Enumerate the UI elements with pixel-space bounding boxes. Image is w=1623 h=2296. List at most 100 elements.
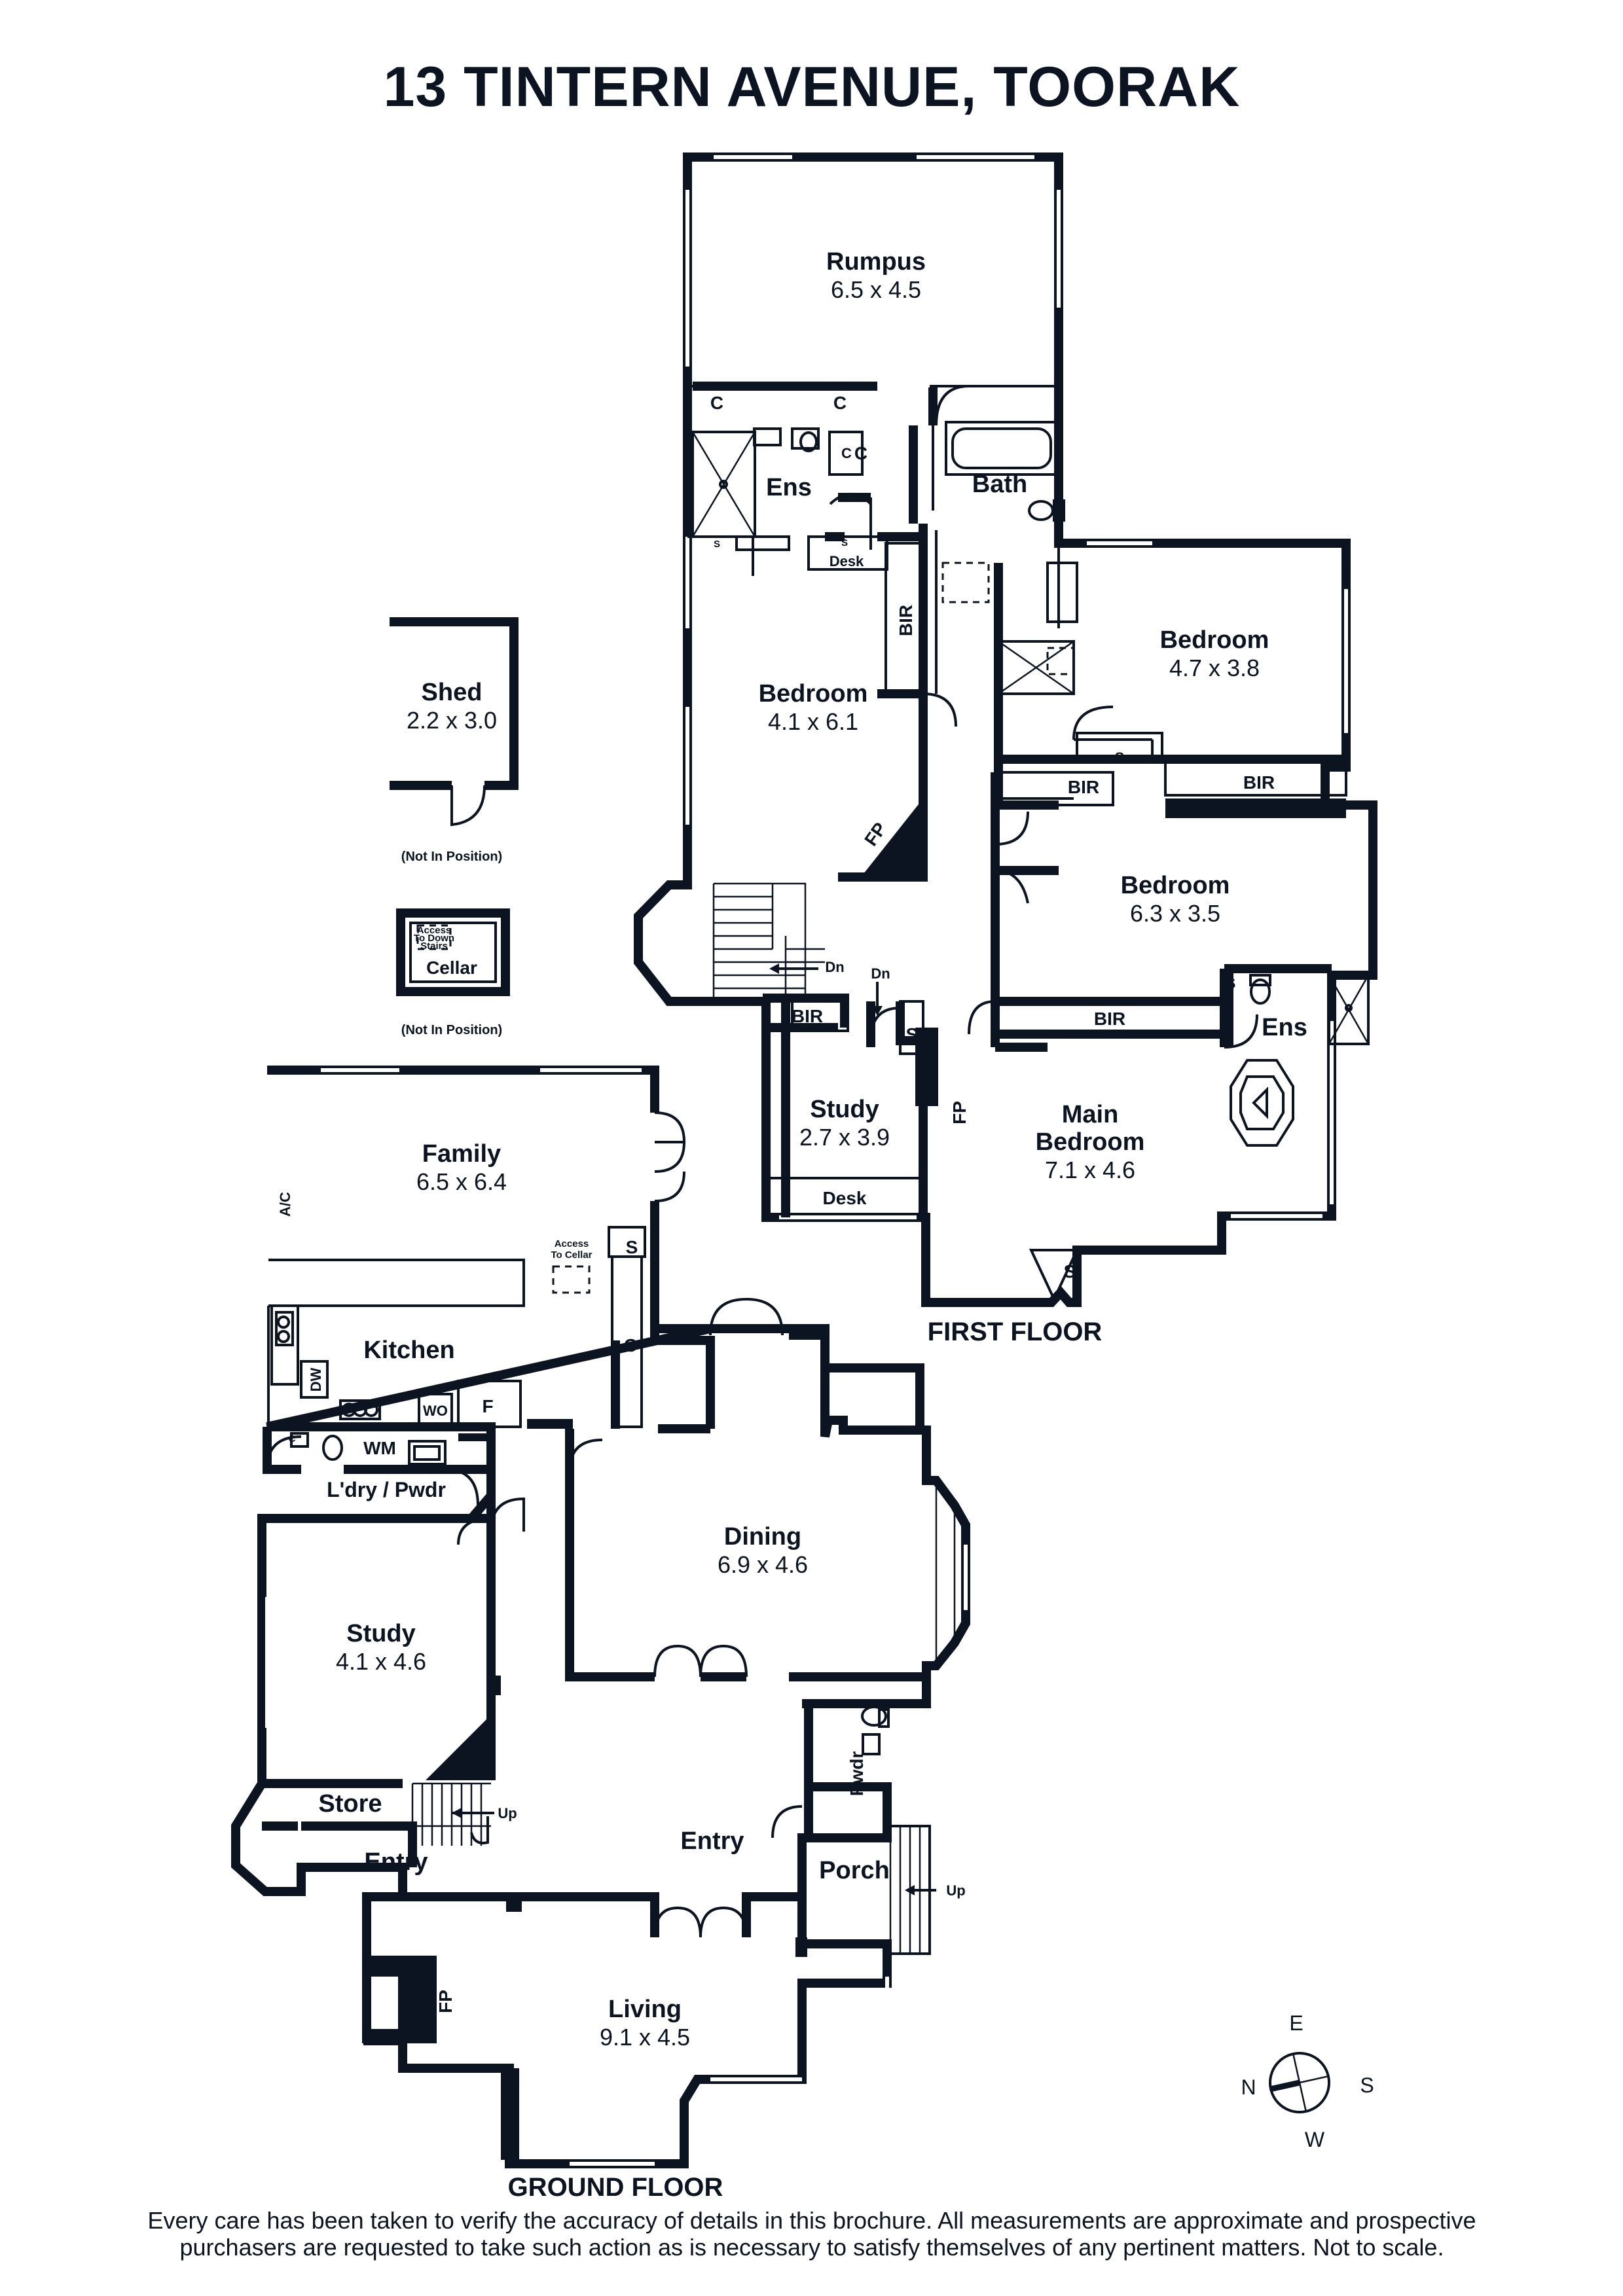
room-size: 2.7 x 3.9: [799, 1124, 890, 1151]
room-name: Bedroom: [1160, 626, 1269, 654]
shelf-label: S: [1064, 1261, 1076, 1282]
bir-label: BIR: [896, 605, 916, 636]
stairs-down-label: Dn: [825, 959, 844, 975]
closet-label: C: [710, 393, 723, 413]
closet-label: C: [289, 1433, 296, 1444]
room-size: 4.1 x 6.1: [768, 708, 858, 735]
room-name: Shed: [422, 679, 483, 706]
not-in-position-note: (Not In Position): [401, 850, 502, 864]
room-rumpus: Rumpus 6.5 x 4.5: [826, 248, 926, 303]
bir-label: BIR: [1068, 777, 1099, 797]
bir-label: BIR: [1094, 1009, 1125, 1029]
cellar-access-label: To Cellar: [551, 1249, 592, 1261]
room-pwdr: Pwdr: [847, 1751, 867, 1797]
shed: Shed 2.2 x 3.0: [390, 617, 519, 827]
page-title: 13 TINTERN AVENUE, TOORAK: [384, 56, 1241, 118]
washing-machine-label: WM: [363, 1438, 396, 1458]
room-entry-side: Entry: [364, 1848, 428, 1876]
room-size: 2.2 x 3.0: [407, 707, 497, 734]
stairs-up-label: Up: [946, 1882, 965, 1899]
room-name: Main: [1062, 1101, 1119, 1128]
room-study-upper: Study 2.7 x 3.9: [799, 1096, 890, 1151]
fireplace-label: FP: [435, 1990, 456, 2013]
closet-label: C: [854, 443, 867, 463]
desk-label: Desk: [823, 1188, 867, 1208]
room-kitchen: Kitchen: [363, 1336, 454, 1364]
room-name: Study: [810, 1096, 879, 1123]
room-size: 6.9 x 4.6: [718, 1551, 808, 1578]
fireplace-label: FP: [949, 1101, 970, 1124]
room-main-bedroom: Main Bedroom 7.1 x 4.6: [1036, 1101, 1145, 1183]
room-bedroom-right-top: Bedroom 4.7 x 3.8: [1160, 626, 1269, 681]
room-name: Bedroom: [759, 680, 868, 708]
compass: E S W N: [1241, 2011, 1374, 2151]
shelf-label: S: [1226, 975, 1236, 992]
fireplace-label: FP: [860, 819, 890, 850]
stairs-up-label: Up: [498, 1805, 517, 1821]
shelf-label: S: [841, 537, 848, 548]
closet-label: C: [624, 1335, 637, 1355]
room-family: Family 6.5 x 6.4: [416, 1140, 507, 1195]
desk-label: Desk: [830, 553, 864, 569]
ground-floor-label: GROUND FLOOR: [508, 2173, 723, 2202]
room-laundry: L'dry / Pwdr: [327, 1478, 446, 1501]
bir-label: BIR: [1243, 772, 1275, 793]
room-size: 7.1 x 4.6: [1045, 1157, 1135, 1183]
compass-north: N: [1241, 2075, 1256, 2099]
fridge-label: F: [482, 1396, 493, 1416]
stairs-access-label: Access: [417, 925, 452, 936]
stairs-access-label: Stairs: [420, 941, 448, 952]
stairs-access-label: To Down: [414, 933, 454, 944]
room-ens-main: Ens: [1262, 1014, 1307, 1041]
room-bedroom-right-middle: Bedroom 6.3 x 3.5: [1121, 872, 1230, 927]
wall-oven-label: WO: [423, 1403, 448, 1419]
ac-label: A/C: [277, 1192, 293, 1217]
closet-label: C: [1188, 802, 1198, 818]
cellar-access-label: Access: [555, 1238, 589, 1249]
room-name: Bedroom: [1121, 872, 1230, 899]
room-size: 4.7 x 3.8: [1169, 655, 1260, 681]
room-size: 4.1 x 4.6: [336, 1648, 426, 1675]
shelf-label: S: [626, 1237, 638, 1257]
ground-floor-plan: Access To Cellar: [231, 1066, 970, 2202]
stairs-first-floor: [712, 882, 883, 1016]
stairs-down-label: Dn: [871, 965, 890, 982]
room-bath: Bath: [972, 471, 1027, 498]
dishwasher-label: DW: [308, 1367, 324, 1391]
room-name: Study: [346, 1620, 416, 1647]
compass-east: E: [1289, 2011, 1303, 2035]
room-ens-upper: Ens: [766, 474, 812, 501]
room-bedroom-left: Bedroom 4.1 x 6.1: [759, 680, 868, 735]
closet-label: C: [833, 393, 847, 413]
compass-west: W: [1305, 2128, 1325, 2151]
disclaimer-line-2: purchasers are requested to take such ac…: [180, 2234, 1444, 2261]
room-name: Dining: [724, 1523, 801, 1551]
room-entry-main: Entry: [680, 1827, 744, 1855]
room-name: Cellar: [426, 958, 477, 978]
cellar: Access To Down Stairs Cellar: [396, 908, 510, 996]
room-dining: Dining 6.9 x 4.6: [718, 1523, 808, 1578]
room-size: 6.3 x 3.5: [1130, 900, 1220, 927]
first-floor-plan: Rumpus 6.5 x 4.5 Ens Bath Bedroom 4.1 x …: [634, 152, 1377, 1346]
first-floor-label: FIRST FLOOR: [928, 1318, 1103, 1346]
room-store: Store: [318, 1790, 382, 1818]
not-in-position-note: (Not In Position): [401, 1023, 502, 1037]
room-porch: Porch: [819, 1857, 890, 1884]
compass-south: S: [1360, 2073, 1374, 2097]
disclaimer-line-1: Every care has been taken to verify the …: [147, 2207, 1476, 2234]
room-living: Living 9.1 x 4.5: [600, 1996, 690, 2051]
room-name: Rumpus: [826, 248, 926, 276]
room-name: Living: [608, 1996, 682, 2023]
shelf-label: S: [906, 1024, 919, 1045]
room-size: 6.5 x 4.5: [831, 276, 921, 303]
room-study-lower: Study 4.1 x 4.6: [336, 1620, 426, 1675]
shelf-label: S: [714, 539, 720, 550]
shelf-label: S: [1115, 749, 1125, 766]
closet-label: C: [841, 445, 852, 461]
room-size: 6.5 x 6.4: [416, 1168, 507, 1195]
bir-label: BIR: [792, 1006, 823, 1026]
room-name: Bedroom: [1036, 1128, 1145, 1156]
room-size: 9.1 x 4.5: [600, 2024, 690, 2051]
room-name: Family: [422, 1140, 501, 1168]
